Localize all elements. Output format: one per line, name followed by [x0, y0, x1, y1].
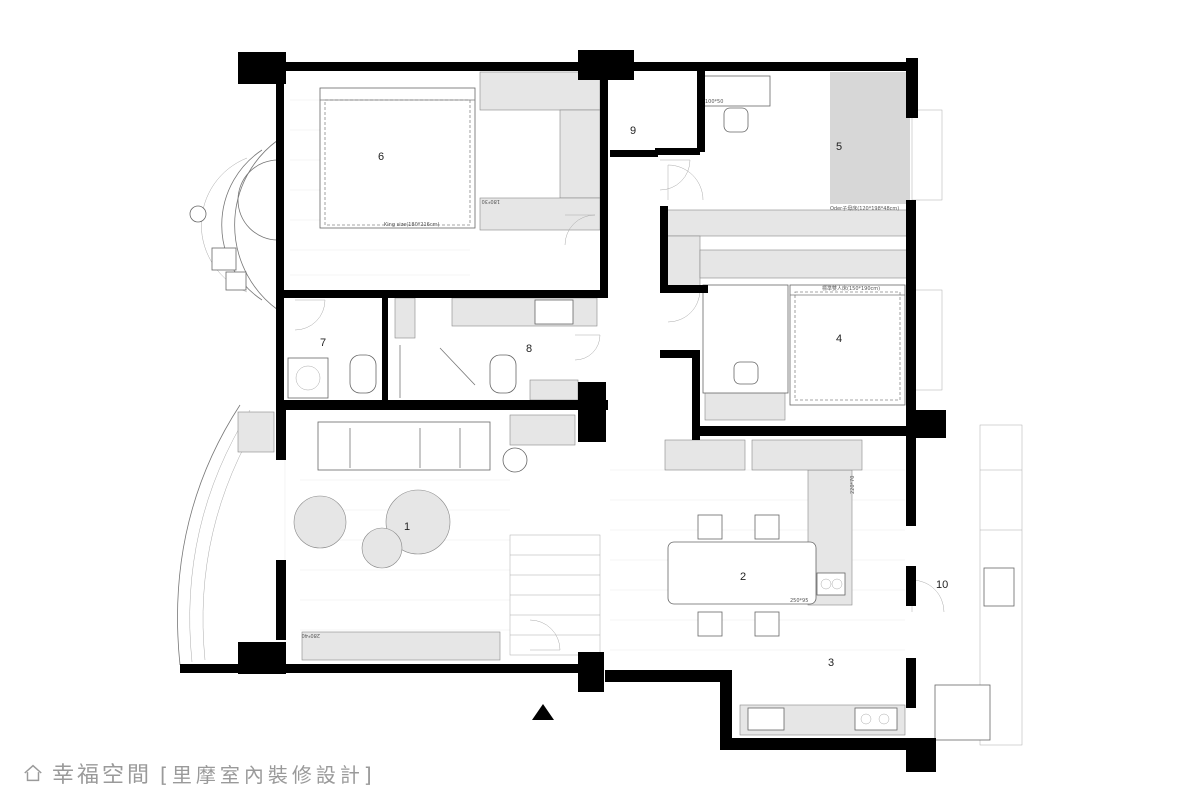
- room-label-7: 7: [320, 337, 326, 349]
- room-label-3: 3: [828, 657, 834, 669]
- living-furniture: [293, 421, 528, 569]
- desks: [699, 75, 789, 394]
- watermark: 幸福空間 [里摩室內裝修設計]: [22, 756, 376, 790]
- room-label-5: 5: [836, 141, 842, 153]
- room-label-6: 6: [378, 151, 384, 163]
- king-bed-note: King size(180*216cm): [384, 222, 439, 228]
- living-balcony: [177, 404, 275, 666]
- stairs: [509, 534, 601, 656]
- island-note-a: 250*95: [790, 598, 808, 604]
- walls: [180, 50, 946, 772]
- firm-name: [里摩室內裝修設計]: [160, 762, 376, 787]
- room-label-10: 10: [936, 579, 948, 591]
- bedroom-balcony: [189, 139, 279, 311]
- brand-name: 幸福空間: [52, 763, 153, 788]
- kids-bed-note: Oder子母床(120*198*48cm): [830, 205, 899, 212]
- bed-cabinet-note: 180*30: [482, 198, 500, 204]
- room-label-1: 1: [404, 521, 410, 533]
- desk-note: 100*50: [705, 99, 723, 105]
- north-arrow-icon: [532, 704, 554, 720]
- window-ledges: [911, 109, 943, 391]
- bathroom-fixtures: [287, 299, 574, 399]
- right-balcony: [934, 424, 1023, 746]
- tv-cabinet-note: 280*40: [302, 632, 320, 638]
- kitchen-fixtures: [747, 707, 898, 731]
- island-note-b: 220*70: [850, 476, 856, 494]
- dimension-annotations: King size(180*216cm) Oder子母床(120*198*48c…: [302, 99, 900, 638]
- room-label-2: 2: [740, 571, 746, 583]
- dining-furniture: [667, 514, 846, 637]
- room-label-9: 9: [630, 125, 636, 137]
- room-label-8: 8: [526, 343, 532, 355]
- room-labels: 1 2 3 4 5 6 7 8 9 10: [320, 125, 948, 669]
- beds: [319, 87, 906, 406]
- house-icon: [24, 764, 42, 782]
- double-bed-note: 標準雙人床(150*190cm): [822, 285, 880, 292]
- room-label-4: 4: [836, 333, 842, 345]
